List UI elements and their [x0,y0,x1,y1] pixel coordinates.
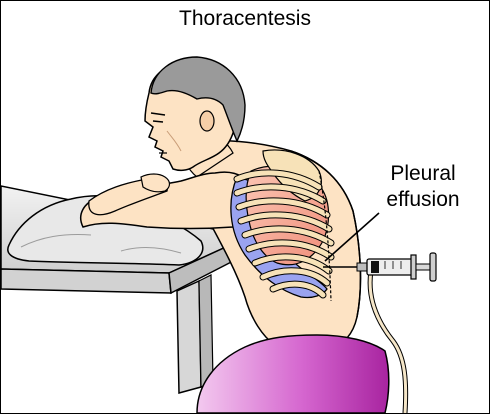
table-edge [1,268,172,294]
syringe-plunger-tip [371,261,379,273]
syringe-plunger-rod [415,263,431,271]
label-leader-line [324,212,380,262]
diagram-title: Thoracentesis [179,7,311,30]
syringe-hub [356,262,368,272]
hair [150,56,246,143]
table-leg [176,279,202,394]
rib-cage [233,169,335,299]
hand [140,173,171,193]
pants [196,334,390,413]
eye [152,120,164,123]
syringe-thumb-rest [429,252,437,282]
label-line-2: effusion [386,188,460,211]
syringe-flange [410,254,417,280]
table-leg-side [198,274,214,388]
label-line-1: Pleural [390,162,456,185]
syringe [323,252,437,282]
eyebrow [150,112,166,116]
pleural-effusion-label: Pleural effusion [363,161,483,213]
ear [199,110,215,132]
spine [318,170,332,302]
